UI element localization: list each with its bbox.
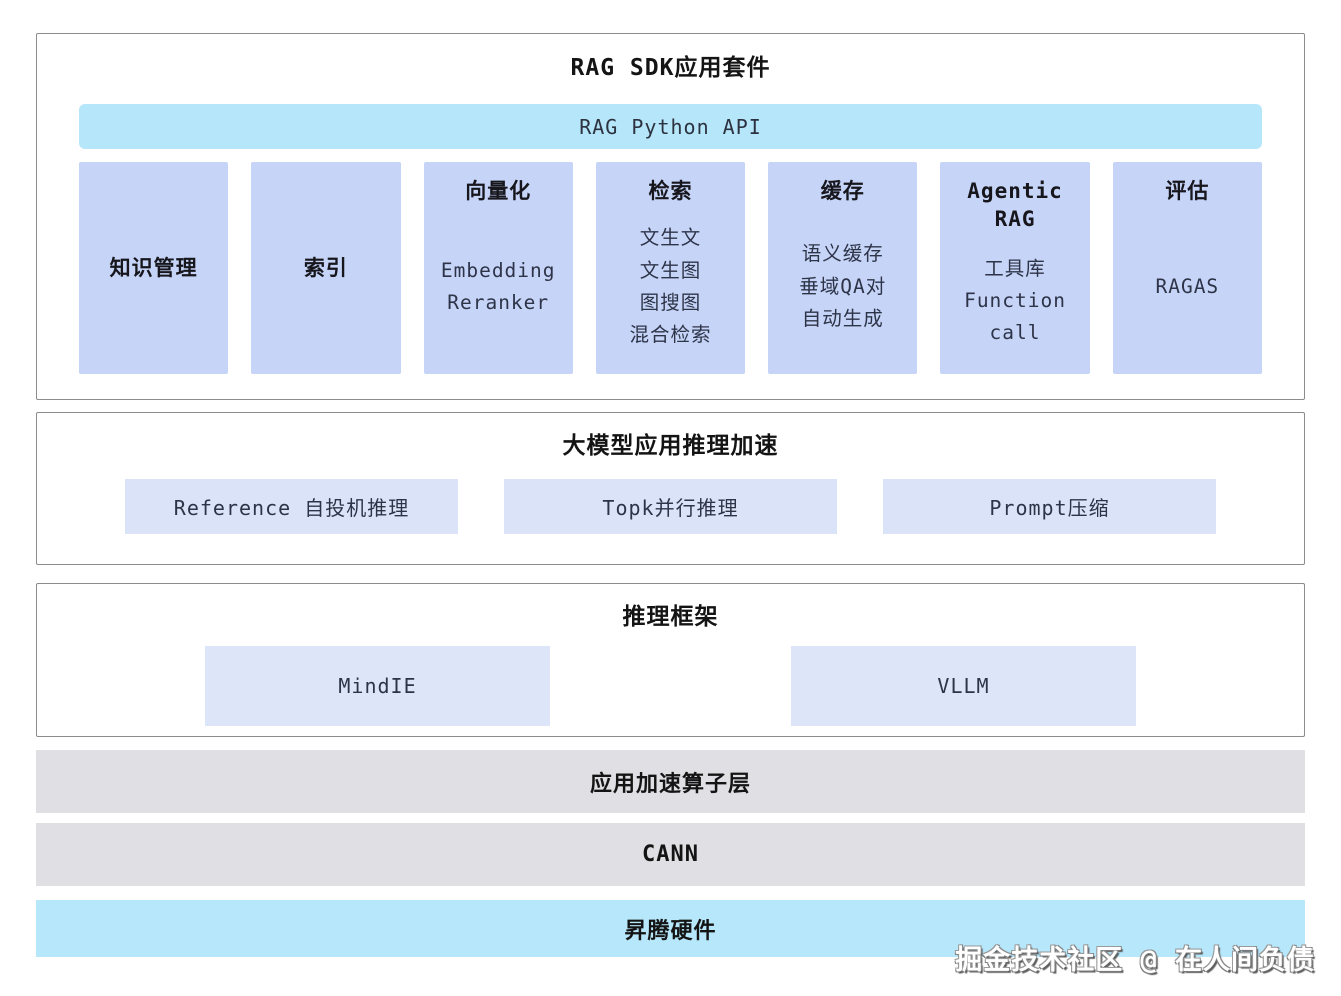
framework-item-vllm: VLLM — [791, 646, 1136, 726]
sdk-column-knowledge-management: 知识管理 — [79, 162, 229, 374]
sdk-column-retrieval: 检索 文生文 文生图 图搜图 混合检索 — [595, 162, 746, 374]
layer-cann: CANN — [36, 823, 1305, 886]
inference-framework-title: 推理框架 — [622, 604, 719, 630]
column-body: 工具库 Function call — [964, 234, 1066, 374]
column-line: 图搜图 — [639, 290, 702, 314]
sdk-column-cache: 缓存 语义缓存 垂域QA对 自动生成 — [768, 162, 918, 374]
column-line: call — [989, 320, 1041, 344]
column-line: 混合检索 — [629, 322, 712, 346]
column-body: 文生文 文生图 图搜图 混合检索 — [629, 205, 711, 374]
accel-item-reference-speculative: Reference 自投机推理 — [125, 479, 458, 534]
inference-framework-section: 推理框架 MindIE VLLM — [36, 583, 1305, 737]
architecture-diagram: RAG SDK应用套件 RAG Python API 知识管理 索引 向量化 E… — [36, 33, 1305, 957]
column-header: 评估 — [1165, 179, 1210, 203]
column-header: 知识管理 — [109, 255, 198, 280]
accel-item-topk-parallel: Topk并行推理 — [504, 479, 837, 534]
column-body: RAGAS — [1155, 205, 1219, 374]
inference-acceleration-title: 大模型应用推理加速 — [562, 433, 779, 459]
column-header: 索引 — [303, 255, 348, 280]
column-line: Function — [964, 288, 1066, 312]
framework-items-row: MindIE VLLM — [37, 646, 1304, 726]
column-line: Embedding — [440, 258, 556, 282]
rag-python-api-bar: RAG Python API — [79, 104, 1262, 149]
watermark-text: 掘金技术社区 @ 在人间负债 — [955, 945, 1315, 976]
column-line: 文生文 — [639, 226, 702, 250]
sdk-column-indexing: 索引 — [251, 162, 401, 374]
column-line: 垂域QA对 — [799, 274, 887, 298]
sdk-column-evaluation: 评估 RAGAS — [1112, 162, 1262, 374]
column-line: 语义缓存 — [801, 242, 884, 266]
sdk-columns-row: 知识管理 索引 向量化 Embedding Reranker 检索 文生文 文生… — [79, 162, 1262, 374]
accel-item-prompt-compression: Prompt压缩 — [883, 479, 1216, 534]
framework-item-mindie: MindIE — [205, 646, 550, 726]
sdk-suite-section: RAG SDK应用套件 RAG Python API 知识管理 索引 向量化 E… — [36, 33, 1305, 400]
column-header: Agentic RAG — [967, 179, 1063, 232]
sdk-column-vectorization: 向量化 Embedding Reranker — [423, 162, 573, 374]
column-body: Embedding Reranker — [441, 205, 556, 374]
inference-acceleration-section: 大模型应用推理加速 Reference 自投机推理 Topk并行推理 Promp… — [36, 412, 1305, 565]
column-line: 工具库 — [984, 256, 1046, 280]
acceleration-items-row: Reference 自投机推理 Topk并行推理 Prompt压缩 — [37, 479, 1304, 534]
layer-ascend-hardware: 昇腾硬件 — [36, 900, 1305, 957]
column-line: 文生图 — [639, 258, 702, 282]
layer-operator-acceleration: 应用加速算子层 — [36, 750, 1305, 813]
sdk-column-agentic-rag: Agentic RAG 工具库 Function call — [940, 162, 1090, 374]
column-line: RAGAS — [1155, 274, 1220, 298]
column-line: 自动生成 — [801, 306, 884, 330]
sdk-suite-title: RAG SDK应用套件 — [570, 55, 771, 81]
column-header: 检索 — [648, 179, 693, 203]
column-header: 向量化 — [465, 179, 532, 203]
column-line: Reranker — [447, 290, 550, 314]
column-header: 缓存 — [820, 179, 865, 203]
column-body: 语义缓存 垂域QA对 自动生成 — [799, 205, 886, 374]
